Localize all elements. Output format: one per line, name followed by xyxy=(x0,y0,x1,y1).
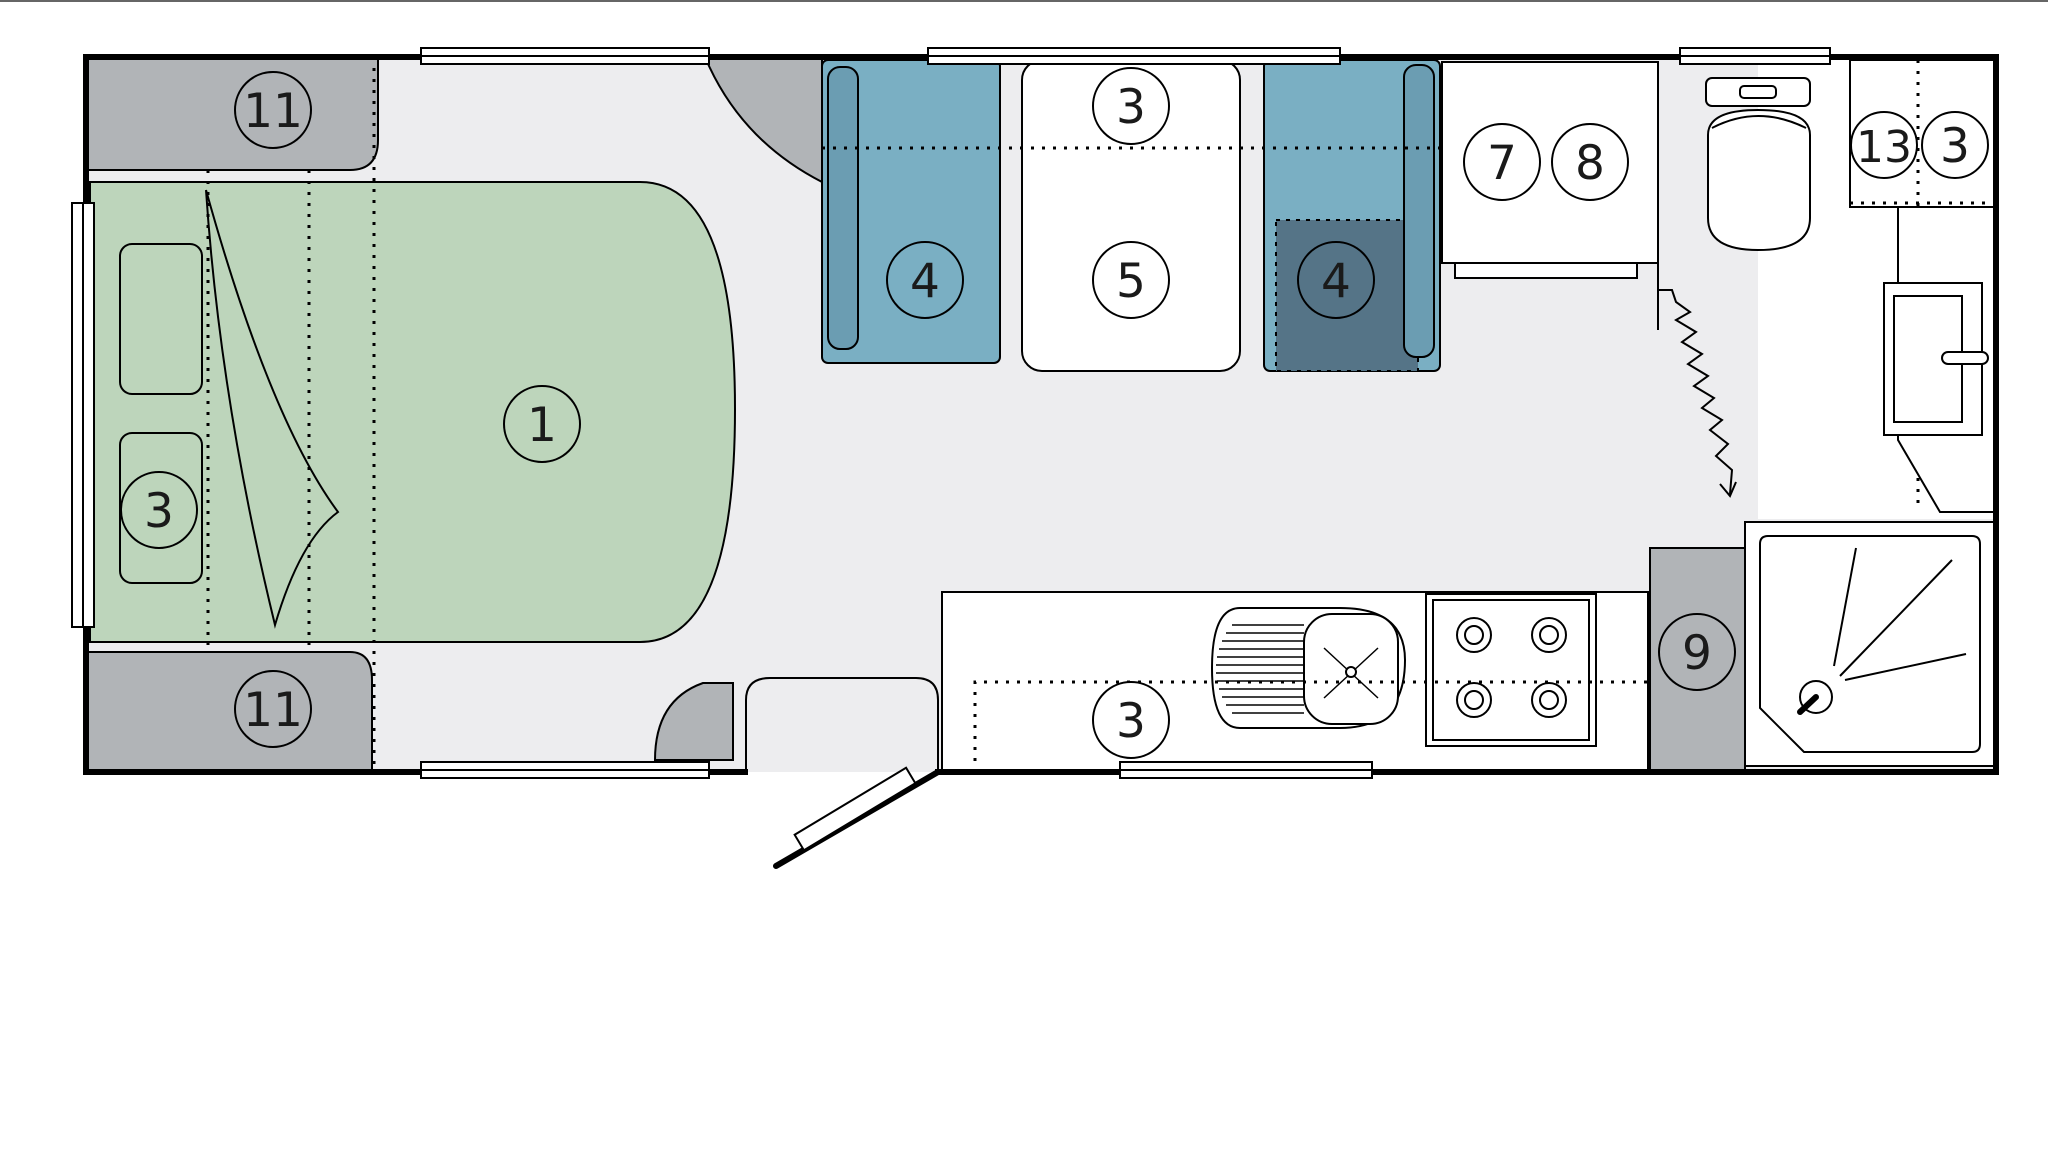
washroom-door-swing xyxy=(1658,289,1734,495)
callout-washroom-unit: 13 xyxy=(1850,111,1918,179)
tall-cabinet xyxy=(1649,547,1746,773)
double-bed xyxy=(89,181,737,643)
windows xyxy=(71,47,1831,779)
callout-bed: 1 xyxy=(503,385,581,463)
wardrobe-top xyxy=(85,56,379,171)
seat-left-armrest xyxy=(827,66,859,350)
burner-icon xyxy=(1539,625,1559,645)
burner-icon xyxy=(1539,690,1559,710)
seat-right-dark-section xyxy=(1275,219,1419,372)
seat-right-armrest xyxy=(1403,64,1435,358)
shower-spray-line xyxy=(1839,559,1953,677)
callout-label: 8 xyxy=(1575,136,1605,191)
pillow-bottom xyxy=(119,432,203,584)
wardrobe-bottom xyxy=(85,651,373,773)
callout-label: 1 xyxy=(527,398,557,453)
sink-drainer-lines xyxy=(1216,624,1304,714)
callout-label: 3 xyxy=(144,484,174,539)
cabinet-7-8-drawer xyxy=(1454,262,1638,279)
hob-burners xyxy=(1456,617,1567,718)
corner-unit-bottom xyxy=(653,682,734,761)
shower-head-icon xyxy=(1797,694,1819,715)
callout-label: 7 xyxy=(1487,136,1517,191)
tap-icon xyxy=(1941,351,1989,365)
callout-storage-top: 3 xyxy=(1092,67,1170,145)
cabinet-7-8 xyxy=(1441,61,1659,264)
toilet-bowl xyxy=(1707,108,1811,252)
toilet-flush-icon xyxy=(1739,85,1777,99)
toilet-seat-edge xyxy=(1711,115,1807,129)
callout-label: 3 xyxy=(1116,80,1146,135)
callout-label: 4 xyxy=(910,254,940,309)
shower-spray-line xyxy=(1844,653,1967,681)
callout-wardrobe-bottom: 11 xyxy=(234,670,312,748)
callout-storage-bottom: 3 xyxy=(1092,681,1170,759)
burner-icon xyxy=(1464,625,1484,645)
callout-seat-right: 4 xyxy=(1297,241,1375,319)
callout-wardrobe-top: 11 xyxy=(234,71,312,149)
callout-label: 11 xyxy=(243,683,303,738)
sink-drain-icon xyxy=(1345,666,1357,678)
callout-label: 13 xyxy=(1856,122,1912,173)
callout-unit-b: 8 xyxy=(1551,123,1629,201)
callout-unit-a: 7 xyxy=(1463,123,1541,201)
callout-storage-washroom: 3 xyxy=(1921,111,1989,179)
dotted-line xyxy=(973,680,1650,772)
callout-seat-left: 4 xyxy=(886,241,964,319)
entrance-step xyxy=(745,677,939,772)
callout-label: 5 xyxy=(1116,254,1146,309)
callout-storage-left: 3 xyxy=(120,471,198,549)
callout-label: 9 xyxy=(1682,626,1712,681)
pillow-top xyxy=(119,243,203,395)
door-arrow-icon xyxy=(1719,481,1737,498)
door-window xyxy=(793,766,917,852)
callout-table: 5 xyxy=(1092,241,1170,319)
burner-icon xyxy=(1464,690,1484,710)
shower-spray-line xyxy=(1833,547,1857,667)
callout-label: 11 xyxy=(243,84,303,139)
callout-label: 3 xyxy=(1940,119,1970,174)
callout-label: 3 xyxy=(1116,694,1146,749)
callout-tall-cabinet: 9 xyxy=(1658,613,1736,691)
hob xyxy=(1432,599,1590,741)
callout-label: 4 xyxy=(1321,254,1351,309)
blanket-fold xyxy=(205,189,340,629)
